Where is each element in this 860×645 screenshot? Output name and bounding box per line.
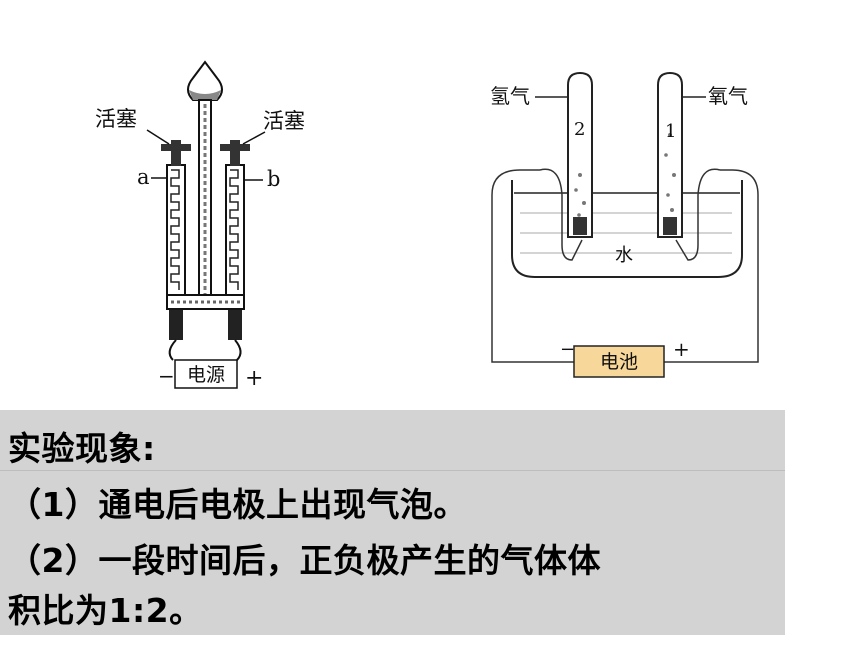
- observation-1: （1）通电后电极上出现气泡。: [8, 485, 467, 524]
- battery-minus-sign: −: [560, 339, 575, 360]
- center-tube: [198, 99, 212, 301]
- oxygen-label: 氧气: [708, 84, 748, 108]
- tube-a: [166, 164, 186, 301]
- tube-2-label: 2: [574, 119, 585, 140]
- water-label: 水: [615, 245, 633, 266]
- stopcock-left-label: 活塞: [95, 107, 137, 131]
- power-source-label: 电源: [187, 364, 225, 386]
- hydrogen-label: 氢气: [490, 84, 530, 108]
- panel-divider: [0, 470, 785, 471]
- battery-box: [573, 345, 665, 378]
- electrodes: [168, 310, 242, 361]
- reservoir-bulb: [187, 60, 223, 101]
- stopcock-right-label: 活塞: [263, 109, 305, 133]
- tube-a-label: a: [137, 165, 150, 189]
- observation-2-line-1: （2）一段时间后，正负极产生的气体体: [8, 541, 601, 580]
- battery-plus-sign: +: [673, 337, 690, 361]
- observation-2-line-2: 积比为1:2。: [8, 591, 203, 630]
- circuit-wire: [491, 169, 630, 363]
- tube-b: [225, 164, 245, 301]
- power-minus-sign: −: [158, 364, 175, 388]
- power-source-box: [174, 359, 238, 389]
- observations-panel: 实验现象: （1）通电后电极上出现气泡。 （2）一段时间后，正负极产生的气体体 …: [0, 410, 785, 635]
- tube-1-oxygen: [657, 71, 683, 238]
- bottom-connector: [166, 294, 245, 310]
- observations-heading: 实验现象:: [8, 429, 156, 468]
- hofmann-voltameter-diagram: 电源 − + 活塞 活塞 a b: [95, 60, 305, 391]
- electrolysis-setup-diagram: 氢气 氧气 2 1 水 电池 − +: [490, 71, 759, 378]
- tube-1-label: 1: [665, 121, 676, 142]
- tube-2-hydrogen: [567, 71, 593, 238]
- stopcock-left-icon: [161, 140, 191, 166]
- power-plus-sign: +: [245, 366, 263, 391]
- tube-b-label: b: [267, 167, 280, 191]
- stopcock-right-icon: [220, 140, 250, 166]
- battery-label: 电池: [600, 351, 638, 373]
